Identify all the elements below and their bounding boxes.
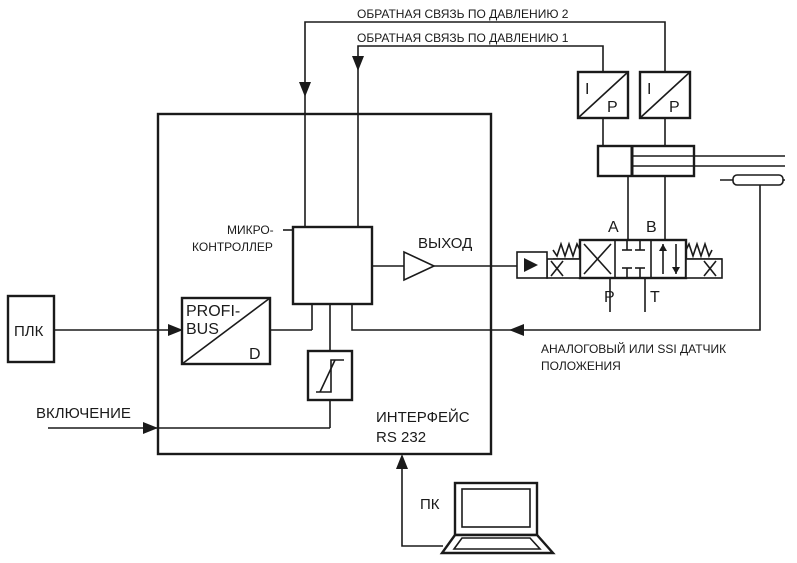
feedback-line-2	[304, 21, 666, 227]
port-b-label: B	[646, 219, 657, 236]
plc-label: ПЛК	[14, 323, 44, 340]
port-a-label: A	[608, 219, 619, 236]
output-amplifier	[403, 250, 436, 282]
svg-text:P: P	[669, 99, 680, 116]
valve-right-actuator	[685, 241, 723, 279]
port-p-label: P	[604, 289, 615, 306]
sensor-feedback-line	[351, 185, 761, 331]
svg-text:D: D	[249, 346, 261, 363]
pressure-transducer-2: I P	[638, 70, 692, 120]
svg-text:PROFI-: PROFI-	[186, 303, 240, 320]
svg-text:I: I	[585, 81, 589, 98]
pc-label: ПК	[420, 496, 440, 513]
pc-arrow	[396, 454, 408, 469]
hydraulic-cylinder	[596, 144, 785, 178]
profibus-block: PROFI- BUS D	[180, 296, 272, 366]
microcontroller-block	[291, 225, 374, 306]
feedback-pressure-1-label: ОБРАТНАЯ СВЯЗЬ ПО ДАВЛЕНИЮ 1	[357, 31, 569, 45]
plc-box	[6, 294, 56, 364]
valve-left-actuator	[516, 241, 581, 279]
enable-arrow	[143, 422, 158, 434]
svg-text:BUS: BUS	[186, 321, 219, 338]
svg-text:P: P	[607, 99, 618, 116]
interface-label-2: RS 232	[376, 429, 426, 446]
enable-label: ВКЛЮЧЕНИЕ	[36, 405, 131, 422]
feedback-arrow-1	[352, 56, 364, 71]
directional-valve	[578, 238, 688, 280]
feedback-arrow-2	[299, 82, 311, 97]
feedback-pressure-2-label: ОБРАТНАЯ СВЯЗЬ ПО ДАВЛЕНИЮ 2	[357, 7, 569, 21]
port-t-label: T	[650, 289, 660, 306]
sensor-arrow	[509, 324, 524, 336]
microcontroller-label-1: МИКРО-	[227, 223, 274, 237]
position-sensor	[720, 174, 785, 186]
output-label: ВЫХОД	[418, 235, 472, 252]
sensor-label-2: ПОЛОЖЕНИЯ	[541, 359, 621, 373]
feedback-line-1	[357, 45, 604, 227]
interface-label-1: ИНТЕРФЕЙС	[376, 408, 470, 426]
pc-line	[401, 468, 443, 547]
pressure-transducer-1: I P	[576, 70, 630, 120]
sensor-label-1: АНАЛОГОВЫЙ ИЛИ SSI ДАТЧИК	[541, 341, 726, 356]
svg-text:I: I	[647, 81, 651, 98]
microcontroller-label-2: КОНТРОЛЛЕР	[192, 240, 273, 254]
plc-arrow	[168, 324, 183, 336]
schmitt-trigger-block	[306, 349, 354, 402]
laptop-icon	[439, 481, 556, 555]
